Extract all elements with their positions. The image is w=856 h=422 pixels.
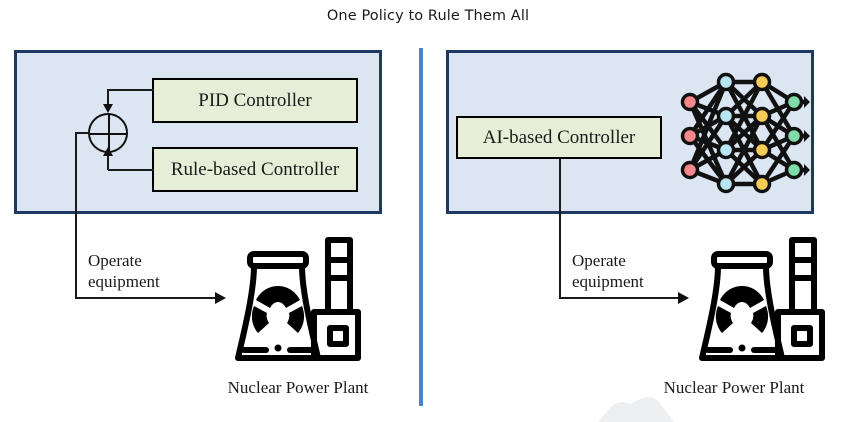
rule-based-controller-label: Rule-based Controller <box>170 158 340 180</box>
radiation-trefoil-icon-right <box>715 286 769 352</box>
rule-based-controller-box[interactable]: Rule-based Controller <box>152 147 358 192</box>
caption-nuclear-power-plant-left: Nuclear Power Plant <box>227 378 369 397</box>
vertical-divider <box>419 48 423 406</box>
wire-sum-output-horizontal <box>75 132 90 134</box>
operate-equipment-label-left: Operate equipment <box>88 250 160 292</box>
radiation-trefoil-icon-left <box>251 286 305 352</box>
operate-equipment-line2-right: equipment <box>572 272 644 291</box>
caption-nuclear-power-plant-right: Nuclear Power Plant <box>663 378 805 397</box>
wire-rule-to-sum-horizontal <box>108 169 154 171</box>
figure-title: One Policy to Rule Them All <box>326 8 530 24</box>
wire-pid-to-sum-vertical <box>107 89 109 105</box>
pid-controller-label: PID Controller <box>198 89 312 111</box>
nuclear-power-plant-icon-right <box>699 237 825 361</box>
arrowhead-operate-right-icon <box>678 292 689 304</box>
operate-equipment-line1-right: Operate <box>572 251 626 270</box>
wire-sum-output-vertical <box>75 132 77 299</box>
operate-equipment-line1-left: Operate <box>88 251 142 270</box>
ai-based-controller-box[interactable]: AI-based Controller <box>456 116 662 159</box>
ai-based-controller-label: AI-based Controller <box>482 126 636 148</box>
pid-controller-box[interactable]: PID Controller <box>152 78 358 123</box>
wire-pid-to-sum-horizontal <box>108 89 154 91</box>
background-watermark <box>598 397 674 422</box>
operate-equipment-line2-left: equipment <box>88 272 160 291</box>
arrowhead-into-sum-bottom-icon <box>103 147 113 156</box>
arrowhead-operate-left-icon <box>215 292 226 304</box>
arrowhead-into-sum-top-icon <box>103 104 113 113</box>
wire-operate-equipment-left <box>75 297 216 299</box>
wire-ai-output-vertical <box>559 159 561 299</box>
wire-operate-equipment-right <box>559 297 679 299</box>
operate-equipment-label-right: Operate equipment <box>572 250 644 292</box>
nuclear-power-plant-icon-left <box>235 237 361 361</box>
wire-rule-to-sum-vertical <box>107 155 109 170</box>
neural-network-icon <box>680 72 810 194</box>
